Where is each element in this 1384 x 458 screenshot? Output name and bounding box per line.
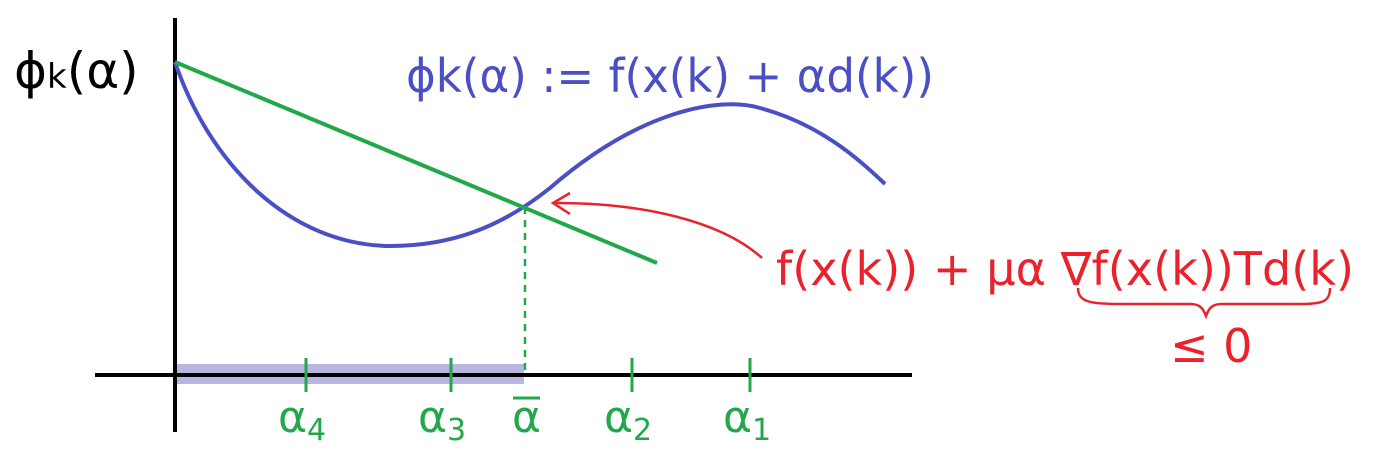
- armijo-line: [174, 60, 658, 265]
- tick-label-alpha1: α1: [723, 392, 771, 448]
- le-zero-label: ≤ 0: [1170, 319, 1252, 373]
- underbrace: [1076, 287, 1332, 320]
- y-axis-label: ϕk(α): [14, 42, 139, 100]
- tick-label-alpha2: α2: [604, 392, 652, 448]
- armijo-condition: f(x(k)) + μα ∇f(x(k))Td(k): [776, 242, 1354, 296]
- tick-label-alpha3: α3: [418, 392, 466, 448]
- annotation-arrow: [555, 201, 763, 259]
- annotation-arrowhead: [550, 191, 571, 216]
- tick-label-alpha4: α4: [278, 392, 326, 448]
- curve-definition: ϕk(α) := f(x(k) + αd(k)): [406, 49, 934, 103]
- phi-curve: [173, 61, 887, 249]
- tick-label-alpha-bar: α: [512, 392, 541, 443]
